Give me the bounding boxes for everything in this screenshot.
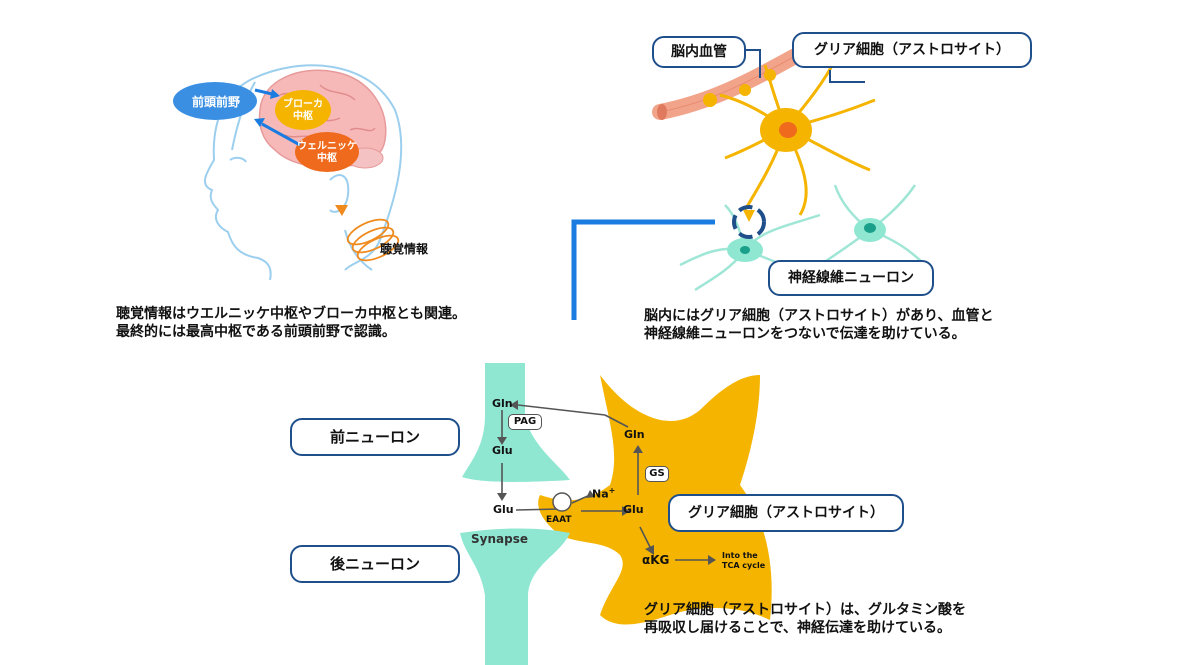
- na-sup: +: [608, 486, 616, 495]
- tca-line1: Into the: [722, 551, 758, 560]
- brain-arrows: [254, 88, 301, 147]
- glu-astro: Glu: [623, 503, 644, 516]
- prefrontal-label: 前頭前野: [191, 95, 240, 109]
- glu-pre: Glu: [492, 444, 513, 457]
- synapse-label: Synapse: [471, 532, 528, 546]
- broca-area: [275, 90, 331, 130]
- glia-top-astro-label: グリア細胞（アストロサイト）: [792, 32, 1032, 68]
- pathway-arrows: [501, 404, 708, 561]
- gln-top: Gln: [492, 397, 513, 410]
- tca-line2: TCA cycle: [722, 561, 766, 570]
- akg-label: αKG: [642, 553, 670, 567]
- post-neuron: [460, 528, 570, 665]
- synapse-astro-label: グリア細胞（アストロサイト）: [668, 494, 904, 532]
- eaat-label: EAAT: [546, 515, 572, 525]
- big-blue-arrow: [571, 219, 715, 320]
- eaat-transporter: [552, 492, 572, 512]
- neuron-fiber-label: 神経線維ニューロン: [768, 260, 934, 296]
- brain-caption-line1: 聴覚情報はウエルニッケ中枢やブローカ中枢とも関連。: [116, 306, 466, 322]
- synapse-caption-line1: グリア細胞（アストロサイト）は、グルタミン酸を: [644, 602, 966, 618]
- synapse-highlight: [732, 205, 766, 239]
- auditory-waves: [346, 218, 400, 262]
- na-label: Na+: [592, 486, 615, 501]
- brain-illustration: [173, 64, 403, 281]
- wernicke-label: ウェルニッケ 中枢: [297, 141, 357, 164]
- synapse-caption-line2: 再吸収し届けることで、神経伝達を助けている。: [644, 620, 952, 636]
- glia-caption-line1: 脳内にはグリア細胞（アストロサイト）があり、血管と: [644, 308, 994, 324]
- post-neuron-label: 後ニューロン: [290, 545, 460, 583]
- gln-astro: Gln: [624, 428, 645, 441]
- glu-cleft: Glu: [493, 503, 514, 516]
- arrow-heads: [497, 400, 716, 565]
- teal-neurons: [679, 184, 926, 292]
- broca-label: ブローカ 中枢: [283, 99, 323, 122]
- brain-caption-line2: 最終的には最高中枢である前頭前野で認識。: [116, 324, 396, 340]
- auditory-label: 聴覚情報: [380, 242, 429, 256]
- astrocyte-body: [538, 375, 772, 625]
- vessel-label: 脳内血管: [652, 36, 746, 68]
- pre-neuron-label: 前ニューロン: [290, 418, 460, 456]
- glia-caption-line2: 神経線維ニューロンをつないで伝達を助けている。: [644, 326, 966, 342]
- pag-box: PAG: [508, 414, 542, 430]
- wernicke-area: [295, 132, 359, 172]
- gs-box: GS: [645, 466, 669, 482]
- prefrontal-ellipse: [173, 82, 257, 120]
- head-outline: [203, 64, 403, 281]
- na-text: Na: [592, 487, 609, 501]
